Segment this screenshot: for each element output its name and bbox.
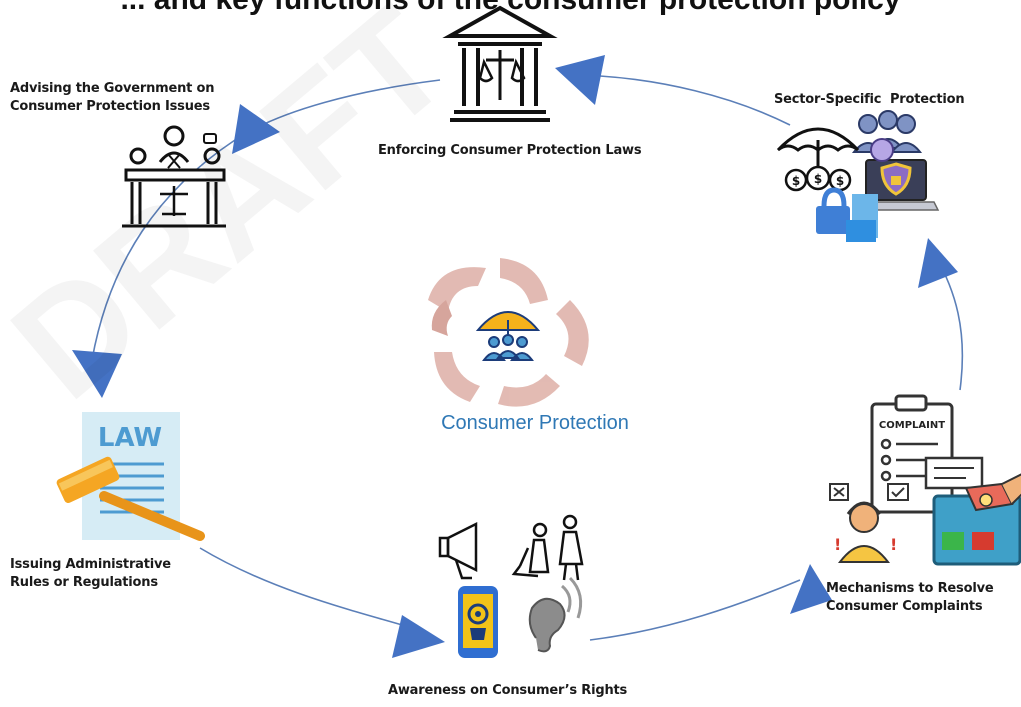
page-title: ... and key functions of the consumer pr… <box>0 0 1021 17</box>
cycle-line <box>199 547 421 631</box>
svg-text:!: ! <box>834 535 841 554</box>
node-label-mechanisms: Mechanisms to Resolve Consumer Complaint… <box>826 580 994 616</box>
cycle-line <box>599 75 791 126</box>
svg-text:$: $ <box>814 172 822 186</box>
svg-text:LAW: LAW <box>98 423 162 453</box>
umbrella-security-icon: $ $ $ <box>776 110 940 242</box>
consumer-protection-center-icon <box>428 258 589 407</box>
svg-text:$: $ <box>836 174 844 188</box>
flow-arrowhead <box>232 104 280 154</box>
node-label-advising: Advising the Government on Consumer Prot… <box>10 80 214 116</box>
node-label-line: Sector-Specific Protection <box>774 92 965 107</box>
node-label-enforcing: Enforcing Consumer Protection Laws <box>378 142 642 160</box>
node-label-line: Rules or Regulations <box>10 575 158 590</box>
government-meeting-icon <box>122 125 226 228</box>
cycle-line <box>589 579 801 641</box>
center-label: Consumer Protection <box>441 412 629 434</box>
node-label-line: Awareness on Consumer’s Rights <box>388 683 628 698</box>
node-label-line: Mechanisms to Resolve <box>826 581 994 596</box>
title-clip: ... and key functions of the consumer pr… <box>0 0 1021 17</box>
svg-text:COMPLAINT: COMPLAINT <box>879 420 945 431</box>
flow-arrowhead <box>392 615 445 658</box>
node-label-issuing: Issuing Administrative Rules or Regulati… <box>10 556 171 592</box>
node-label-line: Advising the Government on <box>10 81 215 96</box>
megaphone-idea-icon <box>438 514 584 658</box>
complaint-desk-icon: COMPLAINT ! ! <box>829 394 1021 566</box>
flow-arrowhead <box>918 238 958 288</box>
flow-arrowhead <box>555 55 605 105</box>
flow-arrowhead <box>72 350 122 398</box>
svg-text:$: $ <box>792 174 800 188</box>
svg-text:!: ! <box>890 535 897 554</box>
law-gavel-icon: LAW <box>56 412 205 541</box>
courthouse-icon <box>442 5 558 122</box>
node-label-line: Enforcing Consumer Protection Laws <box>378 143 642 158</box>
flow-arrowhead <box>790 564 832 614</box>
node-label-sector: Sector-Specific Protection <box>774 91 965 109</box>
node-label-line: Issuing Administrative <box>10 557 171 572</box>
node-label-awareness: Awareness on Consumer’s Rights <box>388 682 627 700</box>
node-label-line: Consumer Protection Issues <box>10 99 210 114</box>
node-label-line: Consumer Complaints <box>826 599 983 614</box>
